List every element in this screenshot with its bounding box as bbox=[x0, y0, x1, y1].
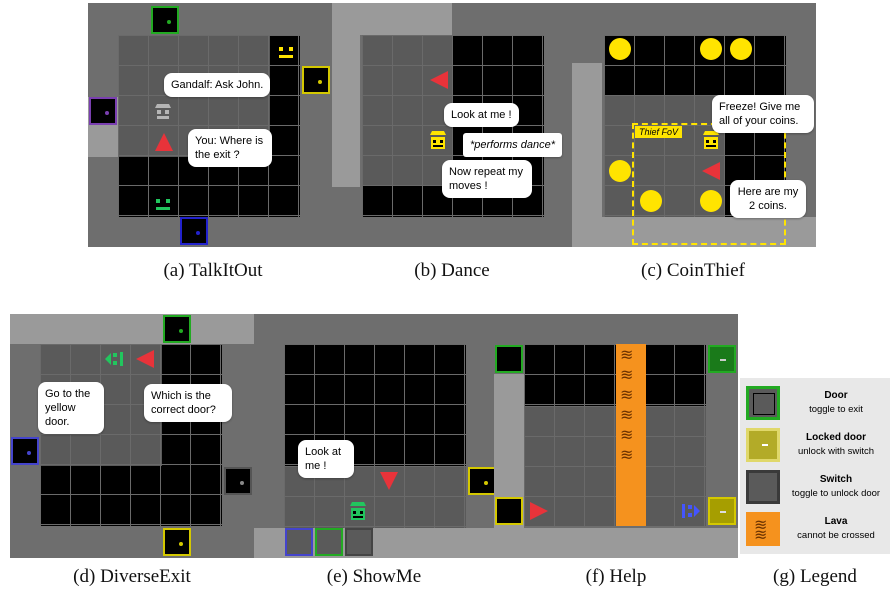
bubble-which: Which is the correct door? bbox=[144, 384, 232, 422]
legend-lava: ≋≋ Lava cannot be crossed bbox=[740, 506, 886, 556]
legend-switch-sub: toggle to unlock door bbox=[786, 488, 886, 499]
door-green[interactable] bbox=[163, 315, 191, 343]
agent-arrow-icon bbox=[153, 131, 175, 153]
wall-region bbox=[524, 528, 738, 558]
legend-locked-sub: unlock with switch bbox=[786, 446, 886, 457]
npc-green-icon bbox=[347, 500, 369, 522]
legend-lava-swatch: ≋≋ bbox=[746, 512, 780, 546]
coin bbox=[730, 38, 752, 60]
legend-switch-swatch bbox=[746, 470, 780, 504]
bubble-performs: *performs dance* bbox=[463, 133, 562, 157]
bubble-look: Look at me ! bbox=[298, 440, 354, 478]
agent-arrow-icon bbox=[378, 470, 400, 492]
door-yellow[interactable] bbox=[495, 497, 523, 525]
bubble-gandalf: Gandalf: Ask John. bbox=[164, 73, 270, 97]
bubble-go: Go to the yellow door. bbox=[38, 382, 104, 434]
panel-talkitout: Gandalf: Ask John. You: Where is the exi… bbox=[88, 3, 332, 247]
wall-region bbox=[494, 374, 524, 558]
locked-door-green[interactable] bbox=[708, 345, 736, 373]
npc-blue-icon bbox=[680, 500, 702, 522]
bubble-look: Look at me ! bbox=[444, 103, 519, 127]
caption-a: (a) TalkItOut bbox=[148, 260, 278, 282]
door-yellow[interactable] bbox=[163, 528, 191, 556]
legend-locked-title: Locked door bbox=[786, 432, 886, 443]
door-blue[interactable] bbox=[180, 217, 208, 245]
wall-region bbox=[332, 3, 452, 35]
caption-d: (d) DiverseExit bbox=[62, 566, 202, 588]
legend-switch-title: Switch bbox=[786, 474, 886, 485]
caption-e: (e) ShowMe bbox=[314, 566, 434, 588]
coin bbox=[609, 38, 631, 60]
agent-arrow-icon bbox=[134, 348, 156, 370]
legend-panel: Door toggle to exit Locked door unlock w… bbox=[740, 378, 890, 554]
npc-yellow-icon bbox=[275, 41, 297, 63]
door-purple[interactable] bbox=[89, 97, 117, 125]
coin bbox=[609, 160, 631, 182]
legend-door-sub: toggle to exit bbox=[786, 404, 886, 415]
panel-help: ≋≋≋≋≋≋ bbox=[494, 314, 738, 558]
wall-region bbox=[332, 35, 360, 187]
bubble-you: You: Where is the exit ? bbox=[188, 129, 272, 167]
thief-fov-label: Thief FoV bbox=[635, 126, 682, 138]
bubble-freeze: Freeze! Give me all of your coins. bbox=[712, 95, 814, 133]
legend-door-title: Door bbox=[786, 390, 886, 401]
panel-showme: Look at me ! bbox=[254, 314, 494, 558]
coin bbox=[700, 38, 722, 60]
npc-gray-icon bbox=[152, 99, 174, 121]
legend-door-swatch bbox=[746, 386, 780, 420]
caption-c: (c) CoinThief bbox=[628, 260, 758, 282]
agent-arrow-icon bbox=[528, 500, 550, 522]
legend-lava-title: Lava bbox=[786, 516, 886, 527]
legend-lava-sub: cannot be crossed bbox=[786, 530, 886, 541]
npc-green-icon bbox=[152, 193, 174, 215]
wall-region bbox=[10, 314, 254, 344]
door-blue[interactable] bbox=[11, 437, 39, 465]
caption-f: (f) Help bbox=[566, 566, 666, 588]
grid-floor-gray bbox=[362, 35, 452, 185]
panel-diverseexit: Go to the yellow door. Which is the corr… bbox=[10, 314, 254, 558]
bubble-repeat: Now repeat my moves ! bbox=[442, 160, 532, 198]
door-blue[interactable] bbox=[285, 528, 313, 556]
lava-waves: ≋≋≋≋≋≋ bbox=[620, 350, 633, 460]
door-green[interactable] bbox=[315, 528, 343, 556]
bubble-coins: Here are my 2 coins. bbox=[730, 180, 806, 218]
grid-floor-gray bbox=[524, 406, 706, 526]
npc-green-icon bbox=[103, 348, 125, 370]
caption-g: (g) Legend bbox=[760, 566, 870, 588]
door-yellow[interactable] bbox=[468, 467, 494, 495]
door-yellow[interactable] bbox=[302, 66, 330, 94]
door-green[interactable] bbox=[151, 6, 179, 34]
caption-b: (b) Dance bbox=[392, 260, 512, 282]
door-gray[interactable] bbox=[224, 467, 252, 495]
npc-yellow-icon bbox=[427, 129, 449, 151]
panel-cointhief: Thief FoV Freeze! Give me all of your co… bbox=[572, 3, 816, 247]
switch[interactable] bbox=[345, 528, 373, 556]
panel-dance: Look at me ! *performs dance* Now repeat… bbox=[332, 3, 572, 247]
door-green[interactable] bbox=[495, 345, 523, 373]
locked-door-yellow[interactable] bbox=[708, 497, 736, 525]
legend-locked-swatch bbox=[746, 428, 780, 462]
agent-arrow-icon bbox=[428, 69, 450, 91]
